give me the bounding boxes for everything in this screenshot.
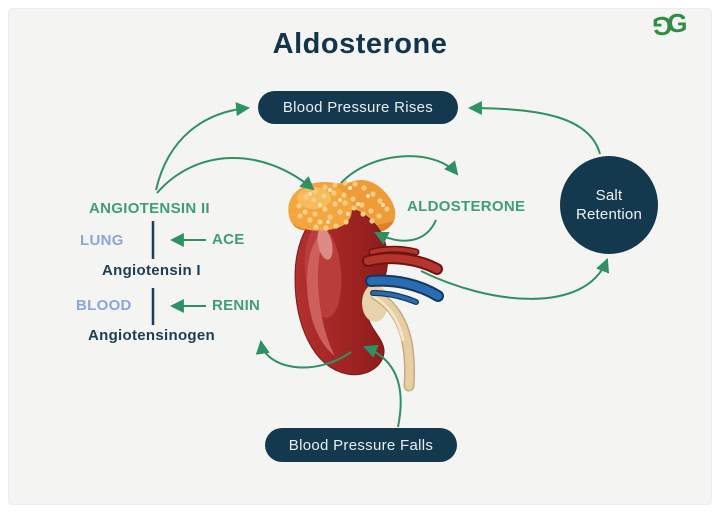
node-blood-pressure-falls: Blood Pressure Falls [265,428,457,462]
arrow-bp-falls-to-kidney [363,344,402,428]
arrow-adrenal-to-aldosterone [340,155,459,184]
adrenal-texture-dots [296,180,390,231]
renal-artery [362,245,443,275]
arrow-angiotensin2-to-adrenal [156,157,315,194]
arrow-salt-retention-to-bp-rises [467,101,601,155]
label-blood: BLOOD [76,297,132,314]
label-aldosterone: ALDOSTERONE [407,198,526,215]
renal-vein [365,274,444,305]
node-salt-retention: Salt Retention [560,156,658,254]
kidney-illustration [288,180,444,392]
arrow-angiotensin2-to-bp-rises [155,102,251,191]
page-title: Aldosterone [272,28,448,60]
arrow-aldosterone-to-kidney [374,219,437,245]
label-lung: LUNG [80,232,124,249]
label-ace: ACE [212,231,245,248]
ureter [370,289,416,392]
kidney-highlight-band [307,225,335,356]
node-blood-pressure-rises: Blood Pressure Rises [258,91,458,124]
flow-arrows [155,101,610,428]
arrow-kidney-to-salt-retention [420,258,610,300]
node-blood-pressure-rises-label: Blood Pressure Rises [282,99,434,116]
label-renin: RENIN [212,297,261,314]
salt-retention-line2: Retention [575,206,642,223]
label-angiotensin-i: Angiotensin I [102,262,201,279]
logo-g-left: G [652,11,673,41]
node-blood-pressure-falls-label: Blood Pressure Falls [288,436,434,454]
label-angiotensin-ii: ANGIOTENSIN II [89,200,210,217]
kidney-highlight-spot [317,228,333,260]
logo-g-right: G [667,8,688,38]
salt-retention-line1: Salt [595,187,623,204]
arrow-kidney-to-renin [255,339,352,369]
geeksforgeeks-logo-icon: GG [652,8,688,41]
label-angiotensinogen: Angiotensinogen [88,327,215,344]
